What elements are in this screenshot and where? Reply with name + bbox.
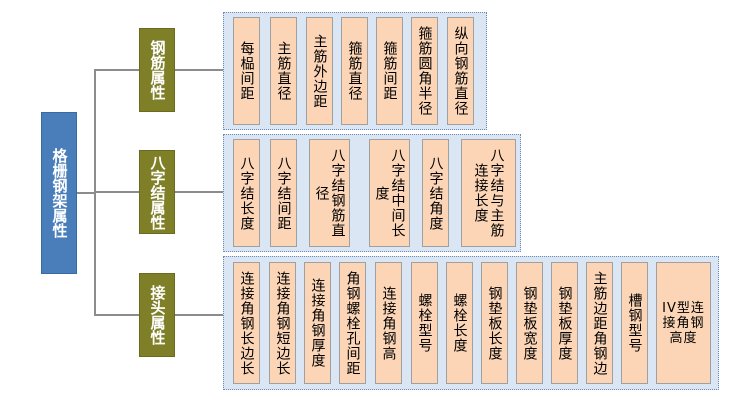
category-joint: 接头属性 [139, 273, 175, 357]
attr-box: 主筋外边距 [306, 17, 333, 125]
attr-box: 角钢螺栓孔间距 [339, 262, 366, 384]
root-connector-h [77, 192, 95, 194]
attr-label-iv-connector: IV型连接角钢高度 [662, 300, 705, 346]
attr-box: 主筋直径 [270, 17, 297, 125]
attr-box: 八字结钢筋直径 [309, 139, 350, 247]
attr-box: 箍筋间距 [376, 17, 403, 125]
panel-connector-steel [175, 69, 223, 71]
attr-box: 槽钢型号 [621, 262, 648, 384]
branch-connector-bajie [94, 191, 139, 193]
attr-box: 八字结角度 [422, 139, 449, 247]
panel-connector-bajie [175, 191, 223, 193]
category-steel-rebar: 钢筋属性 [139, 28, 175, 112]
branch-connector-joint [94, 314, 139, 316]
attr-box: 连接角钢长边长 [233, 262, 260, 384]
attr-box: 八字结间距 [270, 139, 297, 247]
attr-box: 主筋边距角钢边 [586, 262, 613, 384]
category-bajie: 八字结属性 [139, 150, 175, 234]
attr-box: 钢垫板厚度 [551, 262, 578, 384]
attr-box: 螺栓型号 [411, 262, 438, 384]
panel-connector-joint [175, 314, 223, 316]
attr-box: 八字结中间长度 [369, 139, 410, 247]
attr-box: 八字结长度 [233, 139, 260, 247]
branch-connector-steel [94, 69, 139, 71]
attr-box: 连接角钢高 [375, 262, 402, 384]
attr-box: 连接角钢短边长 [269, 262, 296, 384]
attr-box: 螺栓长度 [446, 262, 473, 384]
attr-box: IV型连接角钢高度 [656, 262, 711, 384]
root-node-grid-steel-frame: 格栅钢架属性 [41, 112, 77, 274]
attr-box: 钢垫板长度 [481, 262, 508, 384]
attr-box: 钢垫板宽度 [516, 262, 543, 384]
attr-box: 纵向钢筋直径 [447, 17, 474, 125]
attr-box: 连接角钢厚度 [304, 262, 331, 384]
attr-box: 每榀间距 [233, 17, 260, 125]
attr-box: 箍筋圆角半径 [411, 17, 438, 125]
attr-box: 箍筋直径 [341, 17, 368, 125]
attr-box: 八字结与主筋连接长度 [461, 139, 516, 247]
